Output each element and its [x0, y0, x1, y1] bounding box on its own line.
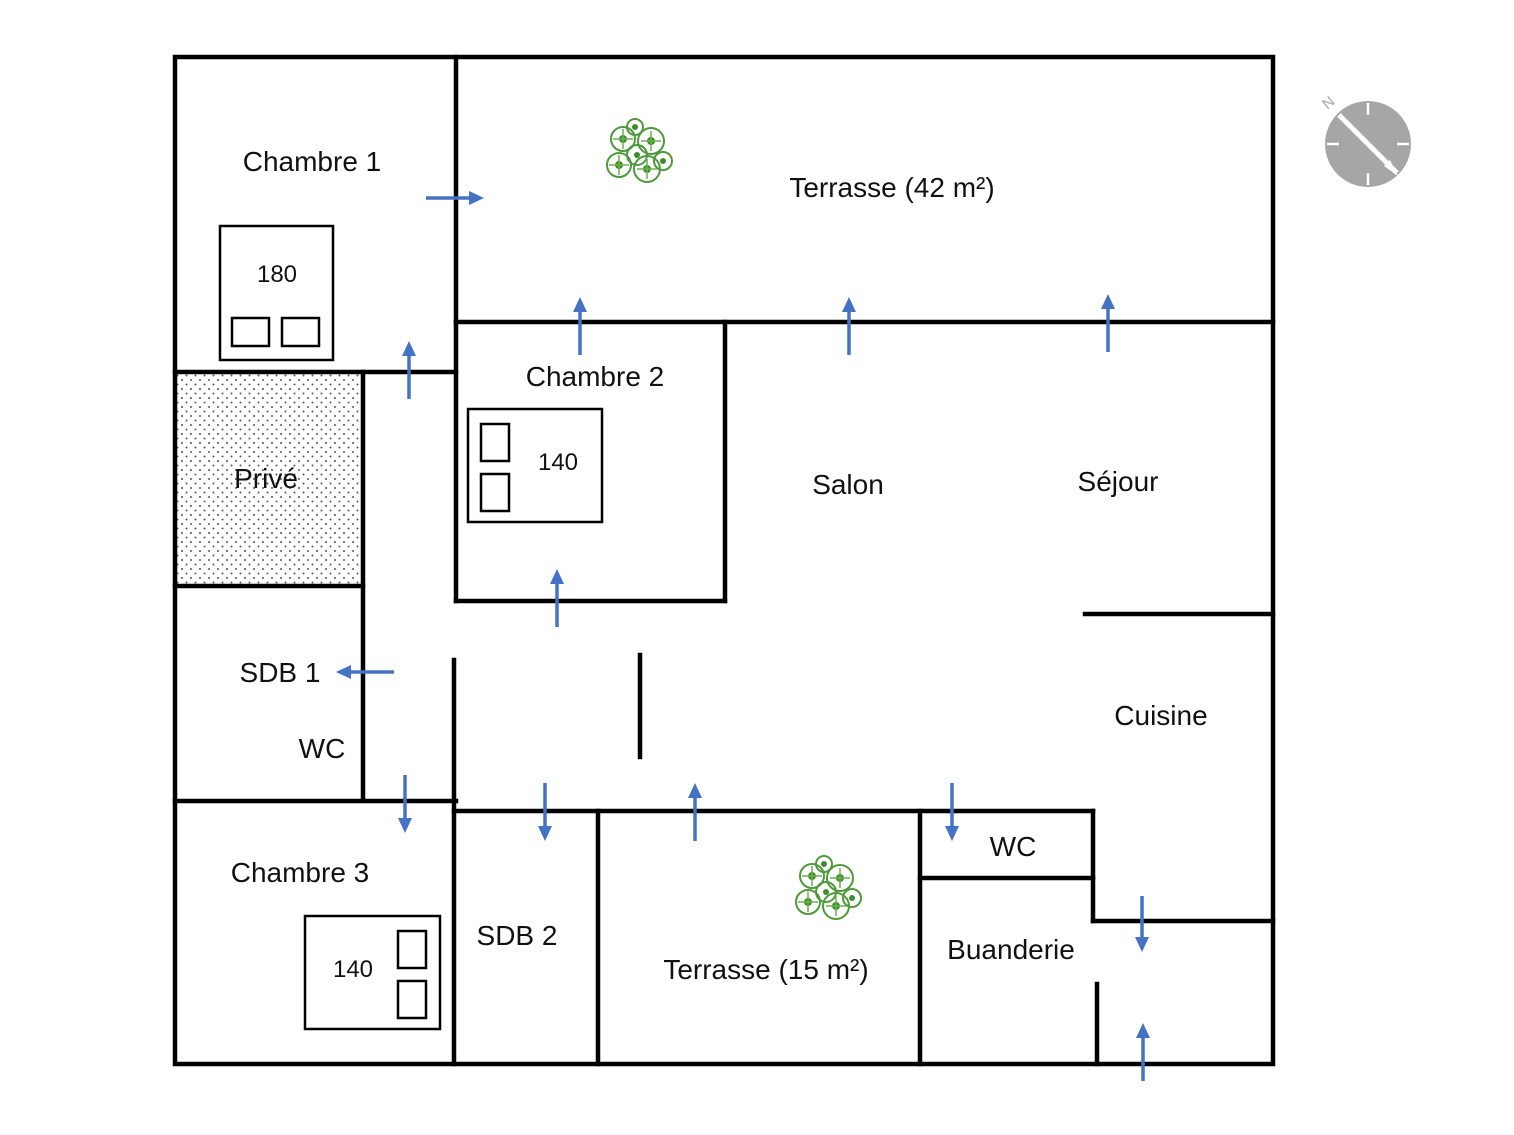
room-label-terrasse-nord: Terrasse (42 m²)	[789, 172, 994, 203]
room-label-chambre-3: Chambre 3	[231, 857, 370, 888]
room-label-sdb-2: SDB 2	[477, 920, 558, 951]
door-arrow-icon	[688, 783, 702, 841]
door-arrow-icon	[842, 297, 856, 355]
prive-area	[177, 374, 362, 584]
door-arrow-icon	[1101, 294, 1115, 352]
room-label-wc-2: WC	[990, 831, 1037, 862]
compass-icon: N	[1319, 93, 1411, 187]
door-arrow-icon	[426, 191, 484, 205]
bed-chambre1	[218, 224, 335, 362]
room-label-cuisine: Cuisine	[1114, 700, 1207, 731]
door-arrow-icon	[402, 341, 416, 399]
walls	[172, 54, 1276, 1067]
room-label-sdb-1: SDB 1	[240, 657, 321, 688]
door-arrow-icon	[336, 665, 394, 679]
bed-size-chambre-3: 140	[333, 956, 373, 983]
compass-north-label: N	[1319, 93, 1338, 113]
door-arrow-icon	[1136, 1023, 1150, 1081]
bed-size-chambre-1: 180	[257, 261, 297, 288]
plant-icon	[606, 118, 673, 183]
room-label-terrasse-sud: Terrasse (15 m²)	[663, 954, 868, 985]
room-label-sejour: Séjour	[1078, 466, 1159, 497]
room-label-prive: Privé	[234, 463, 298, 494]
door-arrow-icon	[1135, 896, 1149, 952]
room-label-wc-1: WC	[299, 733, 346, 764]
door-arrow-icon	[573, 297, 587, 355]
room-label-buanderie: Buanderie	[947, 934, 1075, 965]
door-arrow-icon	[398, 775, 412, 833]
plant-icon	[795, 855, 862, 920]
bed-size-chambre-2: 140	[538, 449, 578, 476]
bed-chambre2	[466, 407, 604, 524]
room-label-chambre-1: Chambre 1	[243, 146, 382, 177]
door-arrow-icon	[538, 783, 552, 841]
door-arrow-icon	[550, 569, 564, 627]
room-label-salon: Salon	[812, 469, 884, 500]
bed-chambre3	[303, 914, 442, 1031]
door-arrow-icon	[945, 783, 959, 841]
room-label-chambre-2: Chambre 2	[526, 361, 665, 392]
door-arrows	[336, 191, 1150, 1081]
